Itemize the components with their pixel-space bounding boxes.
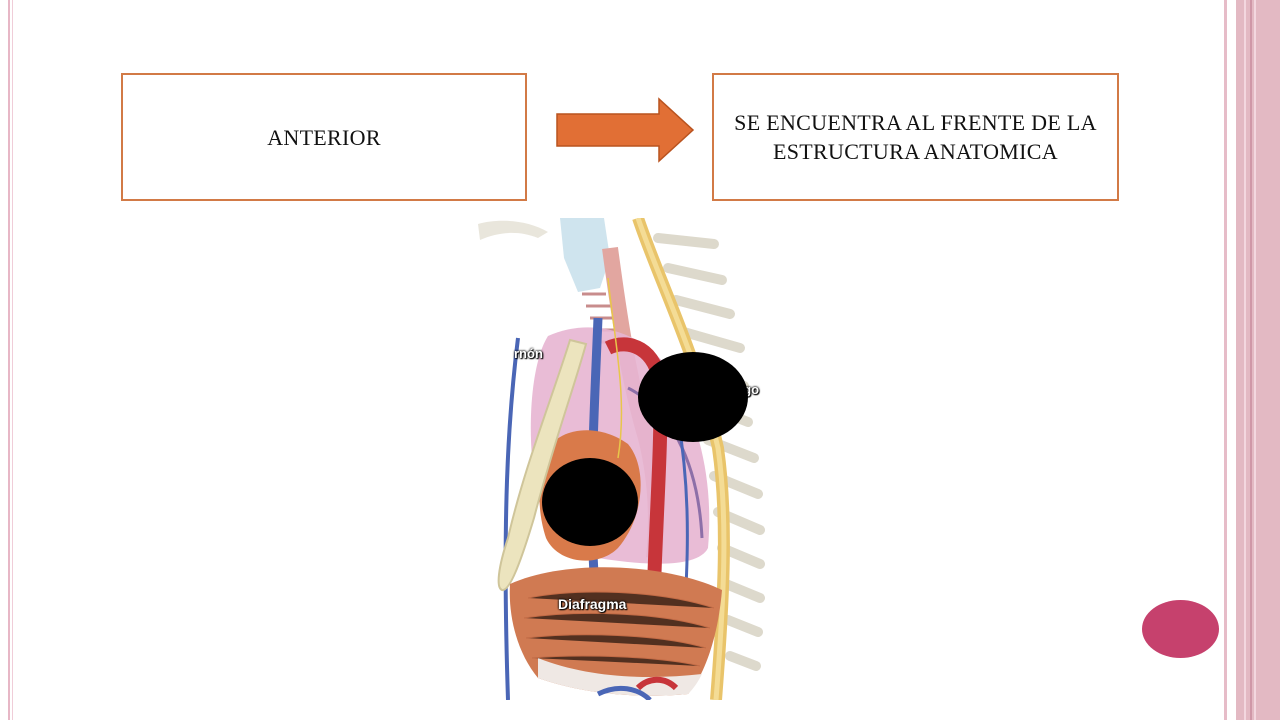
redaction-blot	[638, 352, 748, 442]
slide-left-border	[0, 0, 18, 720]
definition-text: SE ENCUENTRA AL FRENTE DE LA ESTRUCTURA …	[734, 110, 1097, 164]
definition-box: SE ENCUENTRA AL FRENTE DE LA ESTRUCTURA …	[712, 73, 1119, 201]
label-esternon: rnón	[514, 346, 543, 361]
right-arrow-icon	[556, 97, 695, 163]
slide-right-border	[1224, 0, 1280, 720]
label-diafragma: Diafragma	[558, 596, 627, 612]
anatomy-illustration: rnón ago Diafragma	[478, 216, 778, 702]
redaction-blot	[542, 458, 638, 546]
term-text: ANTERIOR	[267, 124, 381, 150]
circle-icon[interactable]	[1142, 600, 1219, 658]
term-box: ANTERIOR	[121, 73, 527, 201]
anatomy-drawing	[478, 216, 765, 702]
